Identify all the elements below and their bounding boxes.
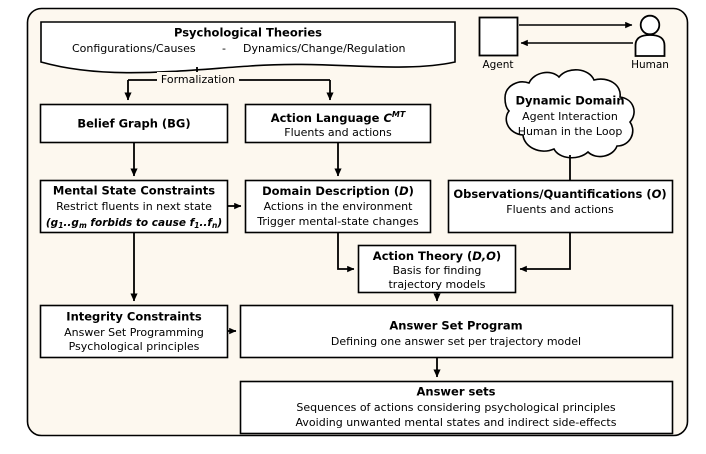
dynamic-domain-title: Dynamic Domain: [515, 94, 624, 108]
msc-formula-f2-sub: n: [212, 221, 217, 230]
svg-text:Observations/Quantifications (: Observations/Quantifications (O): [453, 187, 666, 201]
observations-close: ): [661, 187, 666, 201]
msc-formula-f1-sub: 1: [194, 221, 199, 230]
domain-description-line3: Trigger mental-state changes: [256, 215, 419, 228]
svg-text:Action Theory (D,O): Action Theory (D,O): [373, 249, 501, 263]
domain-description-close: ): [409, 184, 414, 198]
psychological-theories-subtitle-separator: -: [222, 42, 226, 55]
square-box-icon: [478, 16, 519, 57]
formalization-label: Formalization: [161, 73, 235, 86]
msc-formula-close: ): [216, 217, 222, 229]
integrity-constraints-line2: Answer Set Programming: [64, 326, 204, 339]
dynamic-domain-cloud: Dynamic Domain Agent Interaction Human i…: [504, 69, 635, 159]
observations-to-action-theory-arrow: [519, 233, 571, 273]
observations-title: Observations/Quantifications (: [453, 187, 651, 201]
msc-formula-gdots: ..: [63, 217, 71, 229]
integrity-constraints-line3: Psychological principles: [69, 340, 200, 353]
observations-box: Observations/Quantifications (O) Fluents…: [447, 179, 674, 234]
psychological-theories-box: Psychological Theories Configurations/Ca…: [40, 21, 456, 74]
action-theory-symbol: D,O: [472, 249, 496, 263]
action-theory-box: Action Theory (D,O) Basis for finding tr…: [357, 244, 517, 294]
msc-formula-g2: g: [71, 217, 79, 229]
human-label: Human: [631, 59, 669, 71]
observations-symbol: O: [652, 187, 662, 201]
action-language-superscript: MT: [392, 110, 406, 119]
mental-state-constraints-box: Mental State Constraints Restrict fluent…: [39, 179, 229, 234]
answer-sets-line2: Sequences of actions considering psychol…: [296, 401, 616, 414]
mental-state-constraints-line2: Restrict fluents in next state: [56, 200, 212, 213]
msc-formula-mid: forbids to cause: [87, 217, 190, 229]
action-theory-title: Action Theory (: [373, 249, 472, 263]
answer-sets-title: Answer sets: [416, 385, 495, 399]
action-language-title: Action Language: [271, 111, 384, 125]
svg-text:Domain Description (D): Domain Description (D): [262, 184, 414, 198]
answer-sets-box: Answer sets Sequences of actions conside…: [239, 380, 674, 435]
answer-set-program-line2: Defining one answer set per trajectory m…: [331, 335, 581, 348]
domain-description-to-action-theory-arrow: [337, 233, 355, 273]
psychological-theories-title: Psychological Theories: [174, 26, 322, 40]
belief-graph-title: Belief Graph (BG): [77, 117, 190, 131]
msc-formula-fdots: ..: [199, 217, 207, 229]
action-language-box: Action Language CMT Fluents and actions: [244, 103, 432, 144]
msc-formula-open: (: [46, 217, 51, 229]
formalization-connector: Formalization: [124, 67, 334, 101]
observations-line2: Fluents and actions: [506, 203, 614, 216]
action-theory-line2: Basis for finding: [393, 264, 482, 277]
action-theory-line3: trajectory models: [388, 278, 485, 291]
dynamic-domain-line2: Agent Interaction: [522, 110, 618, 123]
answer-sets-line3: Avoiding unwanted mental states and indi…: [296, 416, 617, 429]
psychological-theories-subtitle-left: Configurations/Causes: [72, 42, 196, 55]
answer-set-program-title: Answer Set Program: [389, 319, 522, 333]
svg-text:Action Language CMT: Action Language CMT: [271, 110, 406, 125]
agent-node: Agent: [478, 16, 519, 71]
person-icon: [634, 14, 666, 57]
domain-description-title: Domain Description (: [262, 184, 399, 198]
action-language-subtitle: Fluents and actions: [284, 126, 392, 139]
msc-formula-g1-sub: 1: [58, 221, 63, 230]
svg-text:(g1..gm forbids to cause f1..f: (g1..gm forbids to cause f1..fn): [46, 217, 222, 230]
domain-description-line2: Actions in the environment: [264, 200, 413, 213]
belief-graph-box: Belief Graph (BG): [39, 103, 229, 144]
agent-label: Agent: [482, 59, 513, 71]
domain-description-symbol: D: [399, 184, 409, 198]
msc-formula-g1: g: [51, 217, 59, 229]
msc-formula-f1: f: [190, 217, 196, 229]
action-theory-close: ): [496, 249, 501, 263]
integrity-constraints-box: Integrity Constraints Answer Set Program…: [39, 304, 229, 359]
answer-set-program-box: Answer Set Program Defining one answer s…: [239, 304, 674, 359]
msc-formula-f2: f: [207, 217, 213, 229]
integrity-constraints-title: Integrity Constraints: [66, 310, 202, 324]
domain-description-box: Domain Description (D) Actions in the en…: [244, 179, 432, 234]
dynamic-domain-line3: Human in the Loop: [518, 125, 623, 138]
human-node: Human: [631, 14, 669, 71]
msc-formula-g2-sub: m: [79, 221, 87, 230]
psychological-theories-subtitle-right: Dynamics/Change/Regulation: [243, 42, 406, 55]
mental-state-constraints-title: Mental State Constraints: [53, 184, 215, 198]
action-language-symbol: C: [383, 111, 392, 125]
